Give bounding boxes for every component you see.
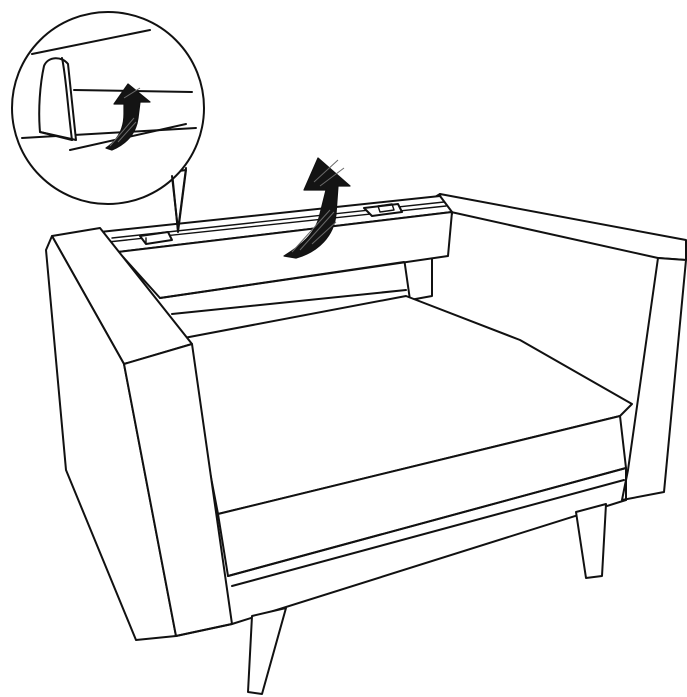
front-leg-right	[576, 504, 606, 578]
front-leg-left	[248, 608, 286, 694]
seat-cushion	[184, 296, 632, 586]
